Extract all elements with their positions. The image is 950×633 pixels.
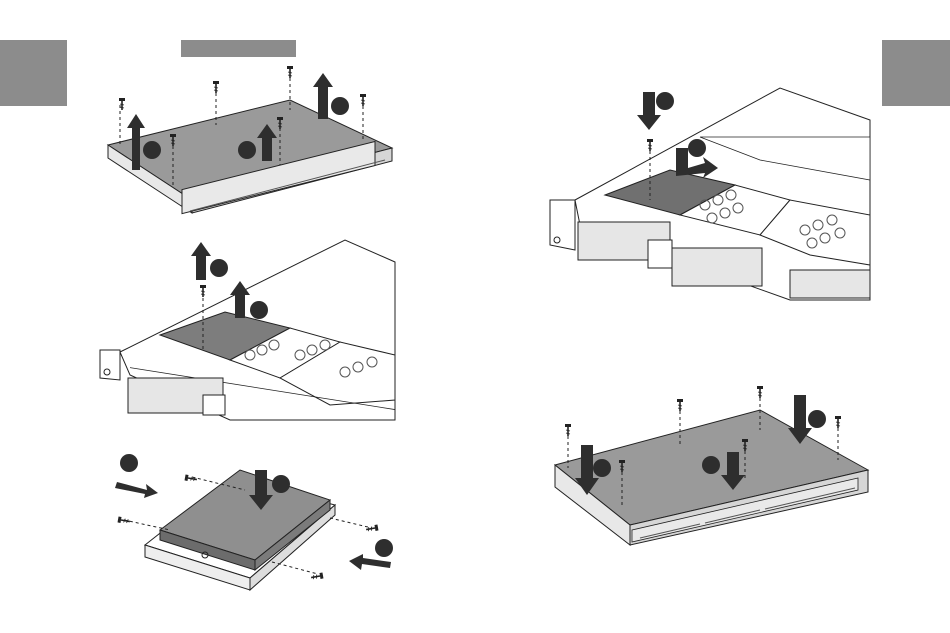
screw-icon xyxy=(366,525,379,533)
step-marker-icon xyxy=(808,410,826,428)
screw-icon xyxy=(677,399,683,411)
arrow-up-icon xyxy=(191,242,211,280)
screw-icon xyxy=(647,139,653,151)
step-marker-icon xyxy=(210,259,228,277)
step-marker-icon xyxy=(143,141,161,159)
arrow-right-icon xyxy=(115,482,158,498)
screw-icon xyxy=(311,573,324,581)
step-marker-icon xyxy=(656,92,674,110)
screw-icon xyxy=(360,94,366,106)
figure-refit-lid-screws xyxy=(555,386,868,545)
figure-mount-drive-in-tray xyxy=(115,454,393,590)
screw-icon xyxy=(200,285,206,297)
step-marker-icon xyxy=(250,301,268,319)
screw-icon xyxy=(213,81,219,93)
step-marker-icon xyxy=(238,141,256,159)
screw-icon xyxy=(835,416,841,428)
step-marker-icon xyxy=(688,139,706,157)
step-marker-icon xyxy=(120,454,138,472)
screw-icon xyxy=(757,386,763,398)
step-marker-icon xyxy=(593,459,611,477)
screw-icon xyxy=(119,98,125,110)
step-marker-icon xyxy=(331,97,349,115)
screw-icon xyxy=(118,517,131,525)
screw-icon xyxy=(565,424,571,436)
figure-insert-drive-tray xyxy=(550,88,870,300)
step-marker-icon xyxy=(375,539,393,557)
screw-icon xyxy=(185,475,198,483)
step-marker-icon xyxy=(272,475,290,493)
step-marker-icon xyxy=(702,456,720,474)
figure-remove-lid-screws xyxy=(108,66,392,214)
figure-remove-drive-tray xyxy=(100,240,395,420)
screw-icon xyxy=(287,66,293,78)
